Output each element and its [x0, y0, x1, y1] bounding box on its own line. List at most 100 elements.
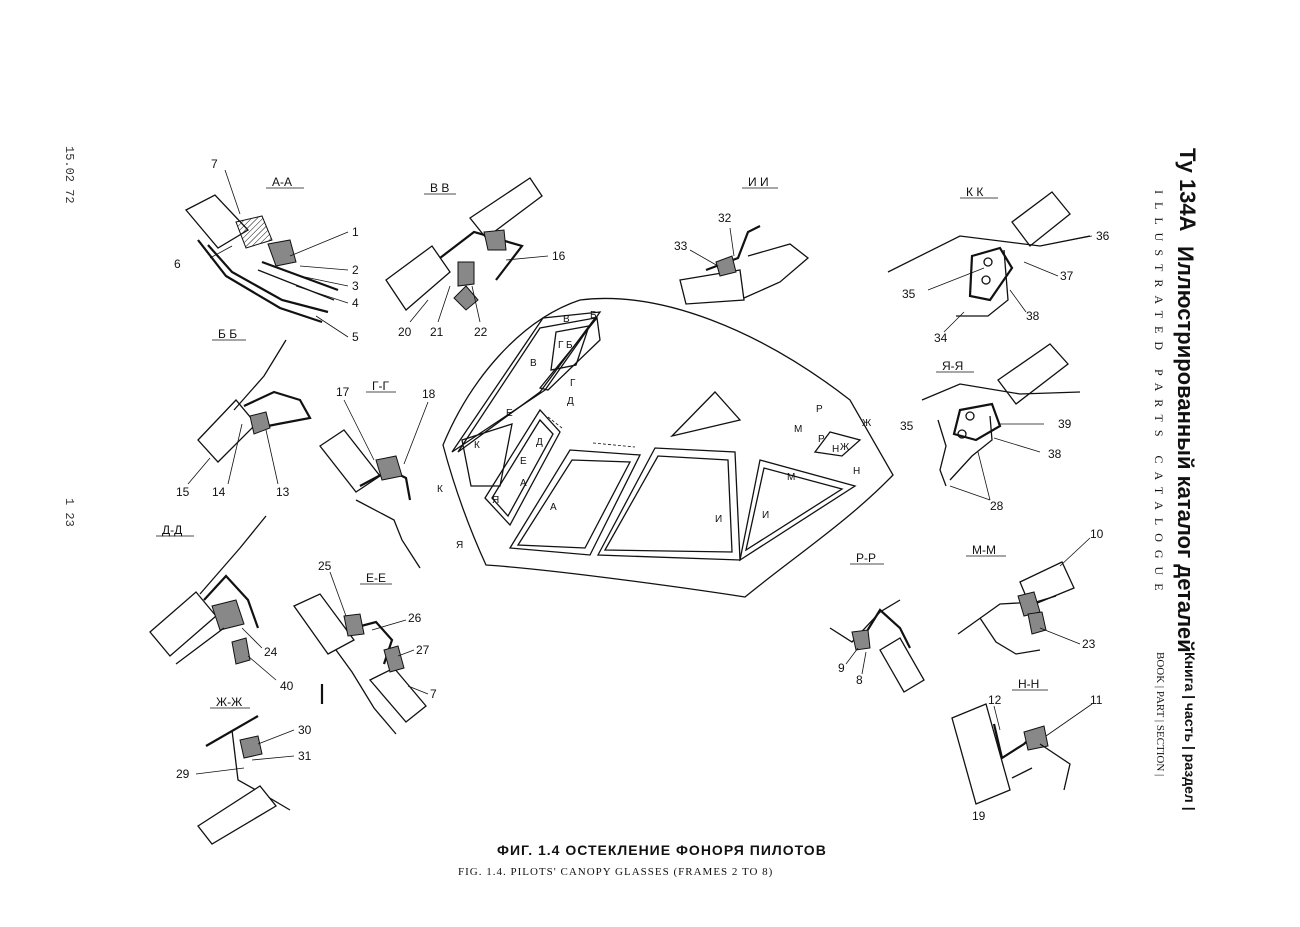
book-part-section-ru: Книга | часть | раздел |: [1182, 652, 1198, 811]
section-pp: Р-Р 9 8: [829, 551, 925, 693]
mark-v2: В: [530, 358, 537, 369]
figure-caption-ru: ФИГ. 1.4 ОСТЕКЛЕНИЕ ФОНОРЯ ПИЛОТОВ: [497, 842, 827, 858]
book-part-section-en: BOOK | PART | SECTION |: [1154, 652, 1166, 777]
callout-19: 19: [972, 809, 986, 823]
callout-25: 25: [318, 559, 332, 573]
mark-g2: Г: [570, 378, 576, 389]
callout-7b: 7: [430, 687, 437, 701]
date-stamp: 15.02 72: [62, 146, 76, 204]
callout-5: 5: [352, 330, 359, 344]
callout-18: 18: [422, 387, 436, 401]
callout-39: 39: [1058, 417, 1072, 431]
canopy-section-marks: В Б Г Б Г В Д Д Е Е К К А А Я Я И И Р Р …: [437, 310, 872, 551]
mark-b: Б: [590, 310, 597, 321]
callout-30: 30: [298, 723, 312, 737]
callout-6: 6: [174, 257, 181, 271]
mark-m2: М: [787, 472, 795, 483]
callout-26: 26: [408, 611, 422, 625]
section-gg-title: Г-Г: [372, 379, 389, 393]
mark-n2: Н: [853, 466, 860, 477]
canopy-overview: [442, 297, 894, 598]
mark-a2: А: [550, 502, 557, 513]
mark-k: К: [474, 440, 480, 451]
callout-4: 4: [352, 296, 359, 310]
section-ii-title: И И: [748, 175, 769, 189]
catalog-logo: Ту 134А: [1175, 148, 1200, 232]
section-vv: В В 16 20 21 22: [385, 177, 566, 339]
section-yaya: Я-Я 35 39 38 28: [900, 343, 1081, 513]
callout-16: 16: [552, 249, 566, 263]
page-number: 1 23: [62, 498, 76, 527]
callout-32: 32: [718, 211, 732, 225]
callout-24: 24: [264, 645, 278, 659]
section-yaya-title: Я-Я: [942, 359, 963, 373]
section-mm-title: М-М: [972, 543, 996, 557]
callout-36: 36: [1096, 229, 1110, 243]
callout-1: 1: [352, 225, 359, 239]
section-nn: Н-Н 12 11 19: [951, 677, 1103, 823]
callout-17: 17: [336, 385, 350, 399]
section-zhzh: Ж-Ж 30 31 29: [176, 695, 312, 845]
mark-ya: Я: [492, 495, 499, 506]
callout-38: 38: [1026, 309, 1040, 323]
mark-g: Г: [558, 340, 564, 351]
callout-10: 10: [1090, 527, 1104, 541]
callout-14: 14: [212, 485, 226, 499]
callout-7: 7: [211, 157, 218, 171]
mark-i2: И: [762, 510, 769, 521]
figure-caption-en: FIG. 1.4. PILOTS' CANOPY GLASSES (FRAMES…: [458, 866, 774, 878]
section-ee: Е-Е 25 26 27 7: [293, 559, 437, 735]
section-ee-title: Е-Е: [366, 571, 386, 585]
callout-37: 37: [1060, 269, 1074, 283]
callout-11: 11: [1090, 693, 1103, 707]
section-ii: И И 32 33: [674, 175, 810, 305]
catalog-subtitle: ILLUSTRATED PARTS CATALOGUE: [1152, 190, 1166, 599]
section-kk: К К 36 37 35 38 34: [887, 185, 1110, 345]
section-aa-title: А-А: [272, 175, 292, 189]
mark-d: Д: [567, 396, 574, 407]
callout-40: 40: [280, 679, 294, 693]
catalog-title: Иллюстрированный каталог деталей: [1173, 246, 1198, 653]
mark-e: Е: [506, 408, 513, 419]
section-vv-title: В В: [430, 181, 449, 195]
mark-k2: К: [437, 484, 443, 495]
section-gg: Г-Г 17 18: [319, 379, 436, 569]
section-aa: А-А 7 6 1 2 3 4 5: [174, 157, 359, 344]
callout-34: 34: [934, 331, 948, 345]
callout-38b: 38: [1048, 447, 1062, 461]
mark-b2: Б: [566, 340, 573, 351]
mark-zh2: Ж: [840, 442, 850, 453]
mark-r: Р: [816, 404, 823, 415]
callout-8: 8: [856, 673, 863, 687]
callout-35b: 35: [900, 419, 914, 433]
section-mm: М-М 10 23: [957, 527, 1104, 655]
callout-29: 29: [176, 767, 190, 781]
callout-15: 15: [176, 485, 190, 499]
callout-2: 2: [352, 263, 359, 277]
mark-ya2: Я: [456, 540, 463, 551]
section-nn-title: Н-Н: [1018, 677, 1039, 691]
callout-23: 23: [1082, 637, 1096, 651]
mark-d2: Д: [536, 437, 543, 448]
mark-v: В: [563, 314, 570, 325]
callout-33: 33: [674, 239, 688, 253]
section-kk-title: К К: [966, 185, 983, 199]
section-dd-title: Д-Д: [162, 523, 182, 537]
mark-r2: Р: [818, 434, 825, 445]
callout-13: 13: [276, 485, 290, 499]
callout-31: 31: [298, 749, 312, 763]
callout-3: 3: [352, 279, 359, 293]
mark-m: М: [794, 424, 802, 435]
mark-n: Н: [832, 444, 839, 455]
callout-35: 35: [902, 287, 916, 301]
callout-20: 20: [398, 325, 412, 339]
section-zhzh-title: Ж-Ж: [216, 695, 242, 709]
mark-i: И: [715, 514, 722, 525]
callout-12: 12: [988, 693, 1002, 707]
callout-27: 27: [416, 643, 430, 657]
section-dd: Д-Д 24 40: [149, 515, 324, 704]
mark-zh: Ж: [862, 418, 872, 429]
mark-a: А: [520, 478, 527, 489]
section-bb-title: Б Б: [218, 327, 237, 341]
